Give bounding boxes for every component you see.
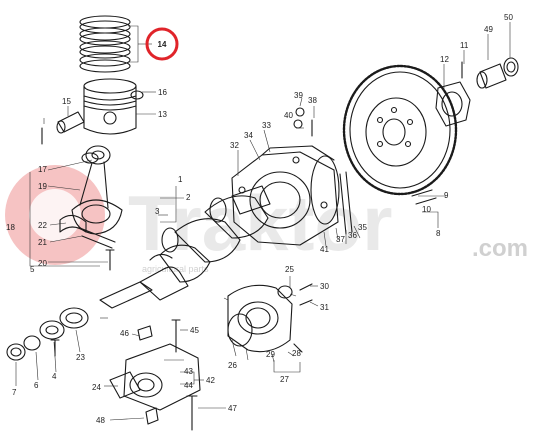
piston-rings — [79, 15, 131, 73]
watermark-brand: Traktor — [128, 179, 392, 267]
callout-25: 25 — [285, 265, 294, 274]
callout-41: 41 — [320, 245, 329, 254]
crank-flange — [435, 61, 471, 127]
callout-19: 19 — [38, 182, 47, 191]
callout-15: 15 — [62, 97, 71, 106]
callout-29: 29 — [266, 350, 275, 359]
callout-38: 38 — [308, 96, 317, 105]
callout-28: 28 — [292, 349, 301, 358]
callout-30: 30 — [320, 282, 329, 291]
washer-40 — [293, 119, 303, 129]
sealing-strip — [339, 171, 353, 235]
dowel-46 — [137, 325, 153, 341]
bolt-47 — [186, 395, 198, 431]
callout-4: 4 — [52, 372, 57, 381]
callout-39: 39 — [294, 91, 303, 100]
flywheel — [342, 64, 458, 196]
bolt-45 — [171, 319, 181, 353]
callout-7: 7 — [12, 388, 17, 397]
callout-12: 12 — [440, 55, 449, 64]
pilot-bushing — [479, 63, 507, 89]
spacer-ring — [23, 335, 41, 351]
callout-6: 6 — [34, 381, 39, 390]
callout-9: 9 — [444, 191, 449, 200]
callout-8: 8 — [436, 229, 441, 238]
rod-bolt — [105, 249, 115, 271]
callout-16: 16 — [158, 88, 167, 97]
callout-33: 33 — [262, 121, 271, 130]
crankshaft — [99, 185, 271, 309]
oring-25 — [277, 285, 293, 299]
front-seal — [6, 343, 26, 361]
pilot-seal — [503, 57, 519, 77]
piston-pin-clip — [130, 90, 144, 100]
callout-5: 5 — [30, 265, 35, 274]
highlight-circle — [145, 27, 179, 61]
callout-2: 2 — [186, 193, 191, 202]
callout-labels: 1 2 3 4 5 6 7 8 9 10 11 12 13 15 16 17 1… — [6, 13, 513, 425]
callout-11: 11 — [460, 41, 469, 50]
small-end-bushing — [81, 152, 99, 164]
callout-27: 27 — [280, 375, 289, 384]
bolt-39 — [295, 107, 305, 117]
callout-13: 13 — [158, 110, 167, 119]
callout-40: 40 — [284, 111, 293, 120]
watermark-tagline: agricultural parts — [142, 264, 209, 274]
studs-30-31 — [299, 283, 313, 306]
callout-43: 43 — [184, 367, 193, 376]
callout-49: 49 — [484, 25, 493, 34]
crank-gear — [59, 307, 89, 329]
callout-36: 36 — [348, 231, 357, 240]
housing-gasket — [310, 155, 340, 225]
callout-26: 26 — [228, 361, 237, 370]
callout-47: 47 — [228, 404, 237, 413]
callout-32: 32 — [230, 141, 239, 150]
callout-21: 21 — [38, 238, 47, 247]
callout-34: 34 — [244, 131, 253, 140]
callout-17: 17 — [38, 165, 47, 174]
watermark-suffix: .com — [472, 235, 528, 262]
callout-14: 14 — [158, 40, 167, 49]
callout-31: 31 — [320, 303, 329, 312]
leader-lines — [15, 22, 511, 421]
callout-20: 20 — [38, 259, 47, 268]
washer-48 — [145, 407, 159, 425]
callout-10: 10 — [422, 205, 431, 214]
rod-bearing-shell — [59, 214, 87, 233]
callout-3: 3 — [155, 207, 160, 216]
flywheel-housing — [231, 145, 339, 246]
callout-45: 45 — [190, 326, 199, 335]
callout-50: 50 — [504, 13, 513, 22]
rear-seal — [227, 313, 253, 347]
piston-pin — [56, 111, 85, 134]
callout-23: 23 — [76, 353, 85, 362]
highlight-callout-14: 14 — [145, 27, 179, 61]
callout-24: 24 — [92, 383, 101, 392]
rear-seal-housing — [227, 284, 293, 353]
callout-18: 18 — [6, 223, 15, 232]
callout-42: 42 — [206, 376, 215, 385]
callout-48: 48 — [96, 416, 105, 425]
callout-37: 37 — [336, 235, 345, 244]
bolt-28 — [293, 343, 303, 353]
flywheel-bolts — [411, 189, 437, 205]
callout-46: 46 — [120, 329, 129, 338]
piston — [83, 78, 137, 135]
main-bearing-cap — [109, 343, 201, 411]
callout-35: 35 — [358, 223, 367, 232]
callout-1: 1 — [178, 175, 183, 184]
callout-22: 22 — [38, 221, 47, 230]
callout-44: 44 — [184, 381, 193, 390]
front-gear — [39, 320, 65, 340]
